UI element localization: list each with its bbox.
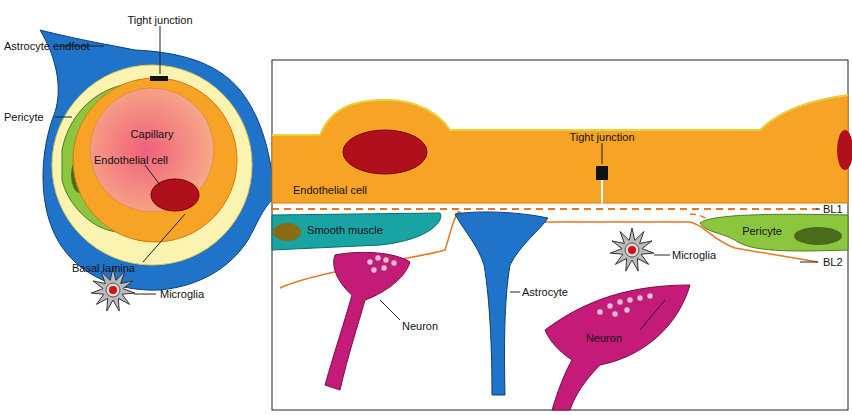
capillary-label-box: Capillary xyxy=(128,126,177,143)
pericyte xyxy=(700,214,848,251)
endothelial-band xyxy=(272,95,848,203)
part-label: BL1 xyxy=(823,203,843,216)
pericyte-cell: Pericyte xyxy=(739,223,785,240)
node-text: Smooth muscle xyxy=(307,224,383,237)
part-label: Neuron xyxy=(586,332,622,345)
endothelial-cell: Endothelial cell xyxy=(290,182,370,199)
neuron xyxy=(545,285,690,410)
endothelial-ring xyxy=(73,78,237,242)
part-label: Neuron xyxy=(402,320,438,333)
part-label: Microglia xyxy=(160,288,204,301)
part-label: Tight junction xyxy=(127,14,192,27)
part-label: Tight junction xyxy=(569,131,634,144)
astrocyte xyxy=(455,212,548,395)
part-label: Microglia xyxy=(672,249,716,262)
basal-lamina xyxy=(52,65,252,265)
microglia xyxy=(610,228,654,271)
part-label: Astrocyte endfoot xyxy=(4,40,90,53)
part-label: Basal lamina xyxy=(72,262,135,275)
microglia xyxy=(91,268,135,311)
part-label: Endothelial cell xyxy=(94,154,168,167)
basal-lamina-1 xyxy=(272,208,818,210)
panel-frame xyxy=(272,60,848,410)
node-text: Endothelial cell xyxy=(293,184,367,197)
node-text: Pericyte xyxy=(742,225,782,238)
part-label: Astrocyte xyxy=(522,286,568,299)
endothelial-nucleus xyxy=(151,179,199,211)
tight-junction xyxy=(150,76,168,81)
endothelial-nucleus xyxy=(343,130,427,174)
smooth-muscle xyxy=(272,213,441,250)
part-label: BL2 xyxy=(823,256,843,269)
part-label: Pericyte xyxy=(4,111,44,124)
neuron xyxy=(325,252,410,390)
astrocyte-endfoot xyxy=(40,30,272,290)
node-text: Capillary xyxy=(131,128,174,141)
capillary-lumen xyxy=(90,88,214,212)
smooth-muscle-cell: Smooth muscle xyxy=(304,222,386,239)
tight-junction xyxy=(596,166,608,180)
smooth-muscle-nucleus xyxy=(273,223,301,241)
